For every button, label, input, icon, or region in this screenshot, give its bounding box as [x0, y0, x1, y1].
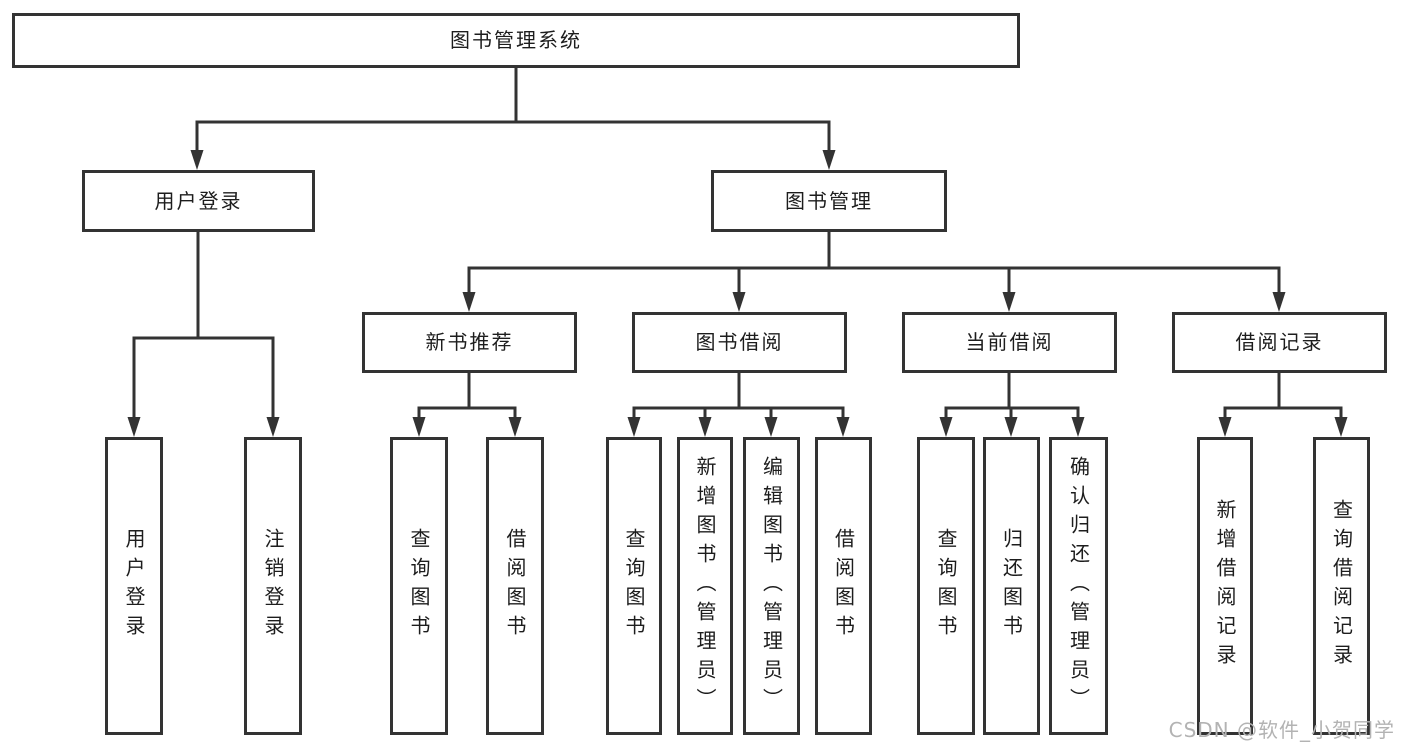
leaf-return-books: 归还图书 — [983, 437, 1040, 735]
leaf-user-login: 用户登录 — [105, 437, 163, 735]
node-current-borrow: 当前借阅 — [902, 312, 1117, 373]
leaf-logout: 注销登录 — [244, 437, 302, 735]
node-new-book-recommend: 新书推荐 — [362, 312, 577, 373]
leaf-add-books-admin: 新增图书（管理员） — [677, 437, 733, 735]
leaf-query-books-borrow: 查询图书 — [606, 437, 662, 735]
leaf-query-books-current: 查询图书 — [917, 437, 975, 735]
leaf-query-borrow-record: 查询借阅记录 — [1313, 437, 1370, 735]
leaf-add-borrow-record: 新增借阅记录 — [1197, 437, 1253, 735]
node-book-management: 图书管理 — [711, 170, 947, 232]
csdn-watermark: CSDN @软件_小贺同学 — [1168, 718, 1395, 742]
leaf-edit-books-admin: 编辑图书（管理员） — [743, 437, 800, 735]
leaf-confirm-return-admin: 确认归还（管理员） — [1049, 437, 1108, 735]
node-user-login: 用户登录 — [82, 170, 315, 232]
node-borrow-records: 借阅记录 — [1172, 312, 1387, 373]
leaf-borrow-books: 借阅图书 — [815, 437, 872, 735]
leaf-query-books-recommend: 查询图书 — [390, 437, 448, 735]
leaf-borrow-books-recommend: 借阅图书 — [486, 437, 544, 735]
node-root-library-system: 图书管理系统 — [12, 13, 1020, 68]
node-book-borrow: 图书借阅 — [632, 312, 847, 373]
